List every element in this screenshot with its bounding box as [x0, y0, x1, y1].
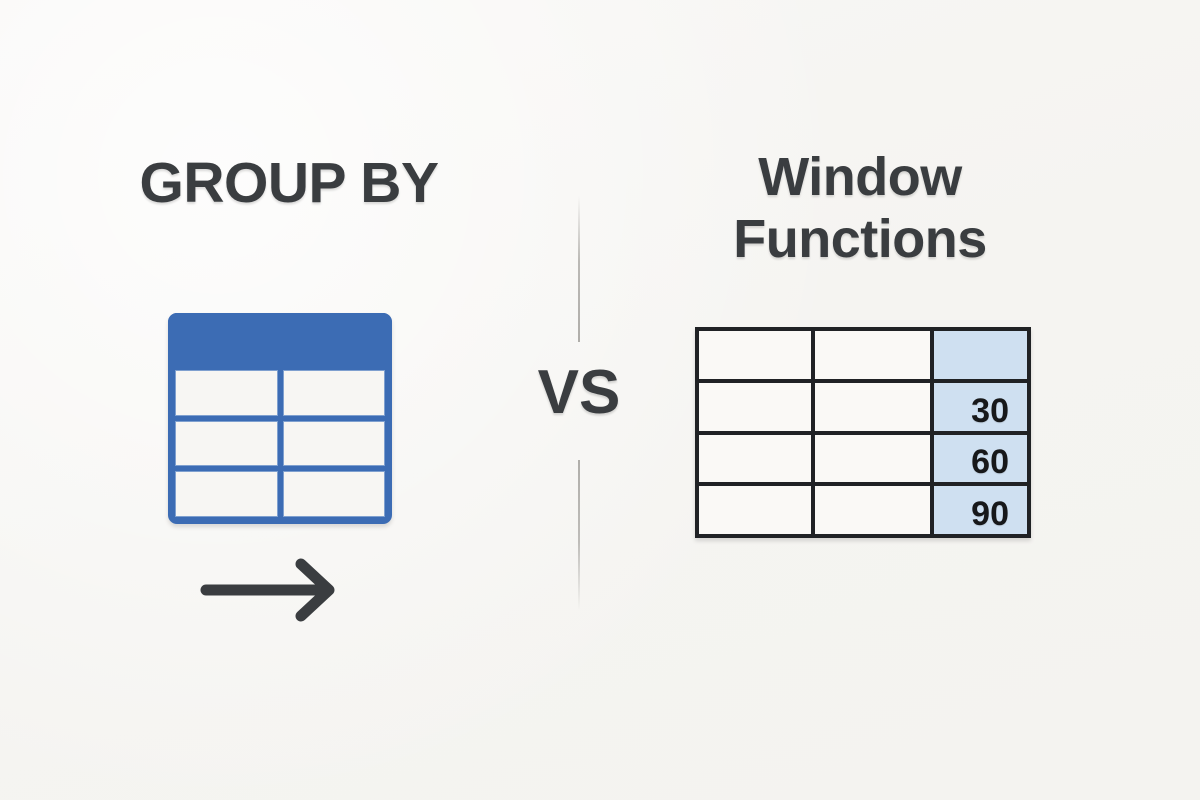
table-row: [175, 420, 385, 467]
table-cell: [282, 370, 385, 416]
cell-value: 30: [971, 391, 1009, 430]
table-cell: [699, 486, 815, 534]
table-row: [699, 331, 1027, 383]
table-cell: [282, 420, 385, 467]
table-row: 90: [699, 486, 1027, 534]
vertical-divider-top: [578, 196, 580, 342]
table-cell: [815, 331, 934, 379]
table-cell: [175, 420, 278, 467]
table-row: [175, 370, 385, 416]
table-cell-highlighted: 90: [934, 486, 1027, 534]
group-by-table-header-band: [168, 313, 392, 370]
table-cell: [699, 434, 815, 483]
table-cell-highlighted: 60: [934, 434, 1027, 483]
cell-value: 60: [971, 443, 1009, 482]
table-cell: [815, 486, 934, 534]
table-cell: [175, 370, 278, 416]
table-cell: [282, 471, 385, 518]
table-cell: [699, 382, 815, 431]
table-cell-highlighted: [934, 331, 1027, 379]
group-by-table-body: [168, 370, 392, 524]
table-row: 30: [699, 382, 1027, 435]
table-row: [175, 471, 385, 518]
table-cell: [175, 471, 278, 518]
table-cell: [815, 382, 934, 431]
arrow-right-icon: [200, 558, 335, 622]
cell-value: 90: [971, 495, 1009, 533]
table-row: 60: [699, 434, 1027, 487]
vs-label: VS: [537, 358, 621, 427]
window-functions-table-graphic: 30 60 90: [695, 327, 1031, 538]
group-by-table-graphic: [168, 313, 392, 524]
table-cell: [815, 434, 934, 483]
group-by-title: GROUP BY: [139, 151, 439, 215]
table-cell: [699, 331, 815, 379]
vertical-divider-bottom: [578, 460, 580, 610]
table-cell-highlighted: 30: [934, 382, 1027, 431]
window-functions-title: Window Functions: [733, 147, 987, 269]
